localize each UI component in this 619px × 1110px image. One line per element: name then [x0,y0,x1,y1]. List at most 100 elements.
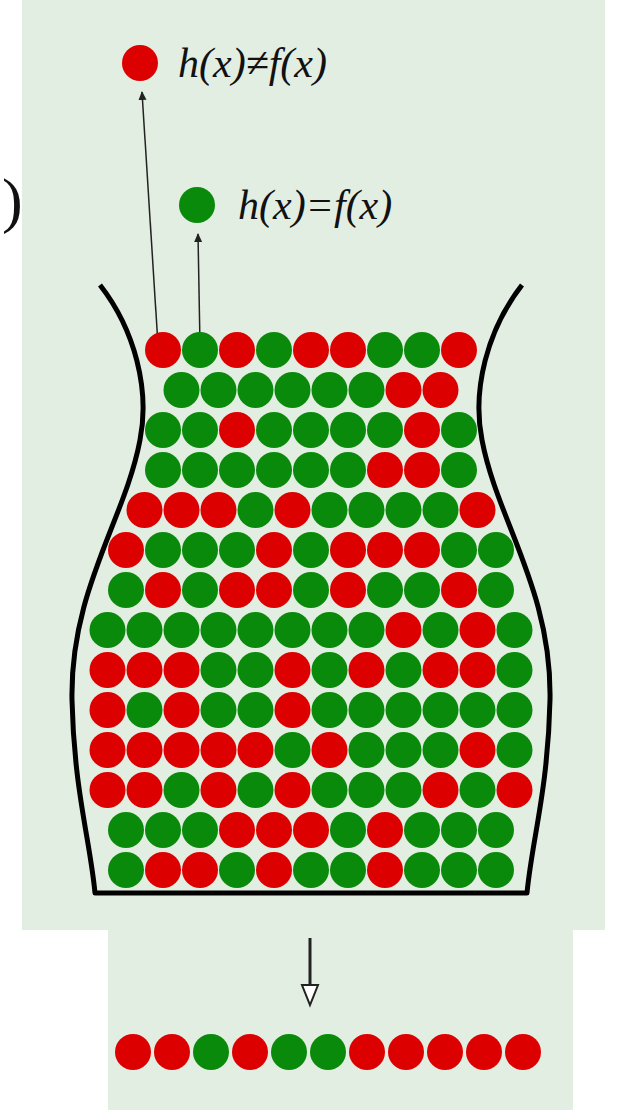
green-marble [219,532,255,568]
sample-arrow [309,938,312,985]
green-marble [293,572,329,608]
red-marble [441,332,477,368]
green-marble [423,612,459,648]
red-marble [423,772,459,808]
red-marble [367,812,403,848]
green-marble [182,532,218,568]
red-marble [90,732,126,768]
red-marble [164,652,200,688]
formula-label: h(x)≠f(x) [178,42,327,84]
green-marble [293,452,329,488]
green-marble [182,412,218,448]
formula-label: h(x)=f(x) [238,184,392,226]
green-marble [312,692,348,728]
green-marble [330,452,366,488]
red-marble [386,372,422,408]
red-marble [330,572,366,608]
red-marble [201,732,237,768]
green-marble [275,612,311,648]
green-marble [164,612,200,648]
red-marble [182,852,218,888]
green-marble [330,812,366,848]
red-marble [275,772,311,808]
red-marble [460,612,496,648]
red-marble [497,772,533,808]
red-marble [256,532,292,568]
green-marble [367,332,403,368]
green-marble [497,652,533,688]
green-marble [271,1034,307,1070]
red-marble [312,732,348,768]
green-marble [330,412,366,448]
green-marble [441,812,477,848]
green-marble [441,532,477,568]
green-marble [293,412,329,448]
green-marble [145,812,181,848]
green-marble [219,452,255,488]
green-marble [386,652,422,688]
green-marble [312,612,348,648]
green-marble [460,772,496,808]
green-marble [182,452,218,488]
red-marble [219,412,255,448]
red-marble [349,1034,385,1070]
red-marble [256,852,292,888]
red-marble [367,532,403,568]
green-marble [349,372,385,408]
red-marble [404,452,440,488]
green-marble [404,572,440,608]
red-marble [330,532,366,568]
green-marble [145,532,181,568]
green-marble [145,452,181,488]
green-marble [312,372,348,408]
red-marble [108,532,144,568]
green-marble [349,492,385,528]
green-marble [312,772,348,808]
green-marble [367,572,403,608]
green-marble [127,692,163,728]
green-marble [404,332,440,368]
green-marble [201,372,237,408]
green-marble [310,1034,346,1070]
red-marble [154,1034,190,1070]
red-marble [441,572,477,608]
red-marble [275,692,311,728]
green-marble [367,412,403,448]
red-marble [256,572,292,608]
green-marble [238,372,274,408]
green-marble [238,772,274,808]
green-marble [164,772,200,808]
panel-ground [108,930,573,1110]
green-marble [404,812,440,848]
red-marble [90,692,126,728]
green-marble [478,572,514,608]
green-marble [497,612,533,648]
green-marble [478,812,514,848]
green-marble [201,652,237,688]
green-marble [108,852,144,888]
green-marble [349,772,385,808]
green-marble [108,572,144,608]
red-marble [388,1034,424,1070]
green-marble [108,812,144,848]
red-marble [164,732,200,768]
red-marble [460,652,496,688]
red-marble [386,612,422,648]
green-marble [219,852,255,888]
red-marble [122,45,158,81]
red-marble [293,332,329,368]
sample-arrow-head [302,985,318,1005]
green-marble [386,732,422,768]
green-marble [201,612,237,648]
red-marble [460,732,496,768]
green-marble [182,332,218,368]
red-marble [404,532,440,568]
red-marble [505,1034,541,1070]
red-marble [127,772,163,808]
red-marble [466,1034,502,1070]
green-marble [238,492,274,528]
red-marble [275,492,311,528]
red-marble [219,572,255,608]
green-marble [179,187,215,223]
red-marble [145,852,181,888]
